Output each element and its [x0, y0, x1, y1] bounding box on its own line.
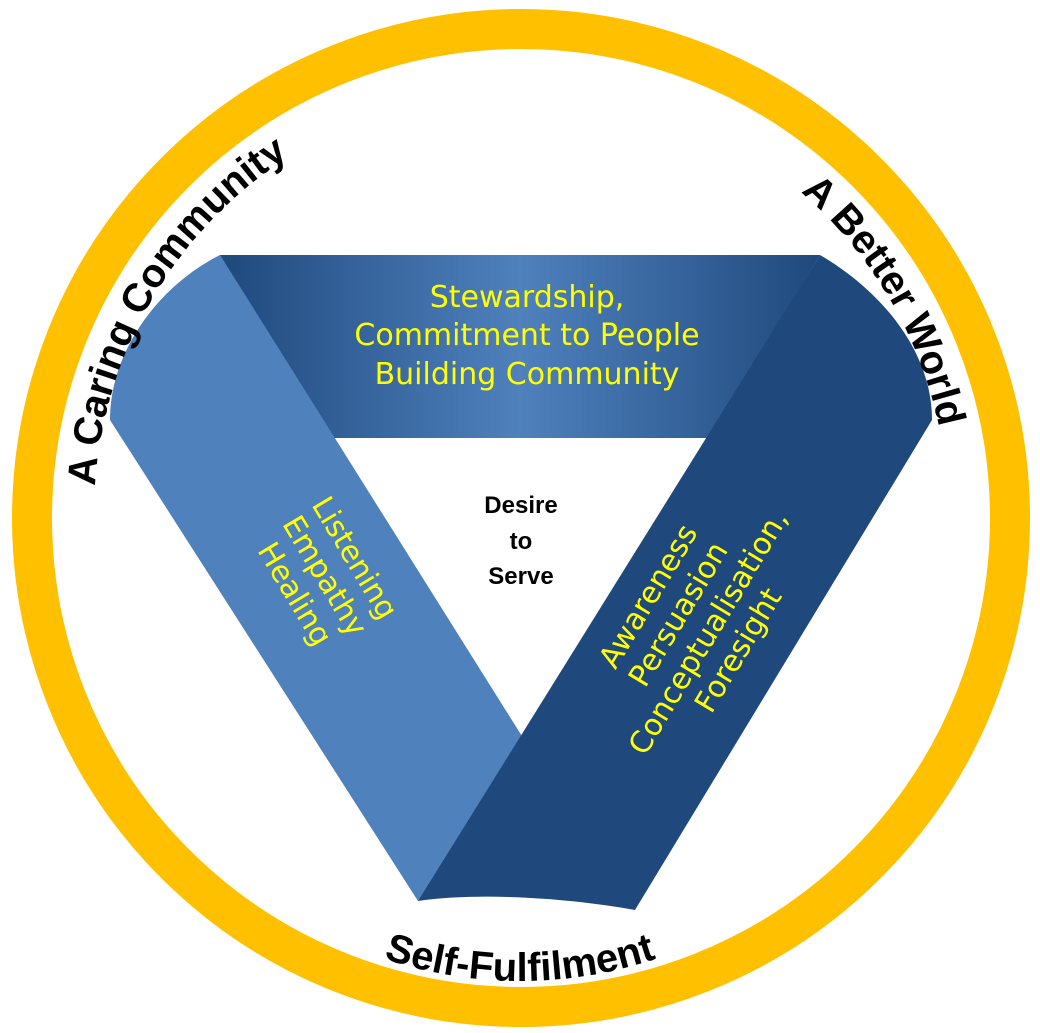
top-band-line-2: Commitment to People — [354, 318, 699, 353]
center-line-2: to — [510, 528, 533, 555]
outer-ring — [12, 9, 1030, 1027]
top-band-line-3: Building Community — [375, 357, 680, 392]
left-band — [110, 255, 525, 901]
top-band — [220, 255, 820, 438]
center-text: Desire to Serve — [484, 492, 557, 590]
top-band-text: Stewardship, Commitment to People Buildi… — [354, 280, 699, 392]
center-line-1: Desire — [484, 492, 557, 519]
right-band — [418, 255, 932, 910]
center-line-3: Serve — [488, 563, 553, 590]
top-band-line-1: Stewardship, — [430, 280, 625, 315]
